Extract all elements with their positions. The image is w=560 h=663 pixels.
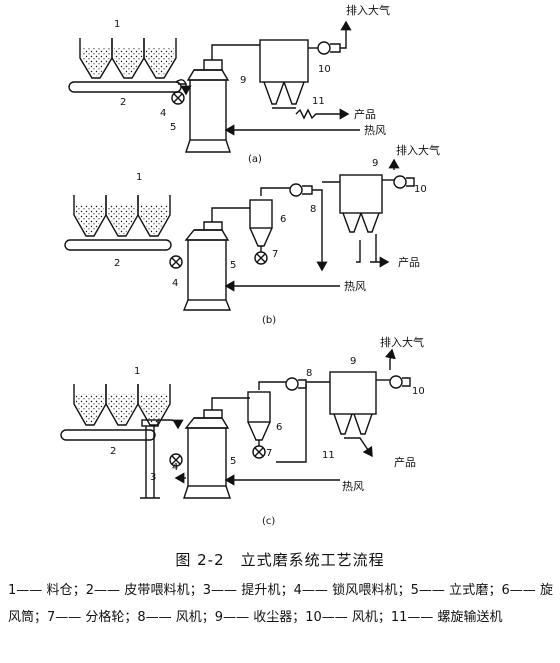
process-flow-diagram: 排入大气 产品 热风 (a) 1 2 4 5 9 10 11 (60, 3, 440, 527)
exhaust-fan (389, 375, 411, 389)
label-exhaust-b: 排入大气 (396, 143, 440, 157)
label-hot-air-b: 热风 (344, 280, 366, 293)
rotary-lock-feeder (169, 255, 183, 269)
num-c-8: 8 (306, 368, 312, 379)
num-a-10: 10 (318, 64, 331, 75)
num-c-7: 7 (266, 448, 272, 459)
num-c-1: 1 (134, 366, 140, 377)
num-a-1: 1 (114, 19, 120, 30)
num-a-2: 2 (120, 97, 126, 108)
num-c-3: 3 (150, 472, 156, 483)
bucket-elevator (140, 419, 160, 499)
num-c-2: 2 (110, 446, 116, 457)
figure-legend: 1—— 料仓；2—— 皮带喂料机；3—— 提升机；4—— 锁风喂料机；5—— 立… (8, 583, 553, 625)
rotary-lock-feeder (171, 91, 185, 105)
system-fan (289, 183, 313, 197)
exhaust-fan (317, 41, 341, 55)
num-b-2: 2 (114, 258, 120, 269)
belt-feeder (68, 81, 182, 93)
cyclone (247, 391, 271, 441)
num-b-6: 6 (280, 214, 286, 225)
label-hot-air-c: 热风 (342, 480, 364, 493)
bag-dust-collector (329, 371, 377, 435)
diagram-c: 排入大气 产品 热风 (c) 1 2 3 4 5 6 7 8 9 10 11 (60, 335, 425, 527)
num-c-4: 4 (172, 462, 178, 473)
label-product-b: 产品 (398, 255, 420, 269)
num-c-5: 5 (230, 456, 236, 467)
num-b-8: 8 (310, 204, 316, 215)
label-hot-air-a: 热风 (364, 124, 386, 137)
label-exhaust-a: 排入大气 (346, 3, 390, 17)
num-b-10: 10 (414, 184, 427, 195)
belt-feeder (60, 429, 156, 441)
subfigure-label-b: (b) (262, 315, 276, 326)
vertical-mill (183, 409, 231, 499)
vertical-mill (185, 59, 231, 153)
num-b-4: 4 (172, 278, 178, 289)
hopper-bin-group (79, 38, 177, 79)
num-b-9: 9 (372, 158, 378, 169)
label-exhaust-c: 排入大气 (380, 335, 424, 349)
bag-dust-collector (339, 174, 383, 233)
num-c-11: 11 (322, 450, 335, 461)
label-product-c: 产品 (394, 455, 416, 469)
diagram-a: 排入大气 产品 热风 (a) 1 2 4 5 9 10 11 (68, 3, 390, 165)
diagram-b: 排入大气 产品 热风 (b) 1 2 4 5 6 7 8 9 10 (64, 143, 440, 326)
num-a-9: 9 (240, 75, 246, 86)
num-b-7: 7 (272, 249, 278, 260)
rotary-valve (252, 445, 266, 459)
system-fan (285, 377, 307, 391)
subfigure-label-a: (a) (248, 154, 262, 165)
num-a-5: 5 (170, 122, 176, 133)
num-b-5: 5 (230, 260, 236, 271)
num-a-4: 4 (160, 108, 166, 119)
label-product-a: 产品 (354, 107, 376, 121)
num-b-1: 1 (136, 172, 142, 183)
hopper-bin-group (73, 384, 171, 426)
hopper-bin-group (73, 195, 171, 237)
bag-dust-collector (259, 39, 309, 105)
vertical-mill (182, 221, 232, 311)
num-c-10: 10 (412, 386, 425, 397)
num-c-6: 6 (276, 422, 282, 433)
screw-conveyor (272, 107, 324, 120)
exhaust-fan (393, 175, 415, 189)
belt-feeder (64, 239, 172, 251)
figure-caption: 图 2-2 立式磨系统工艺流程 (175, 551, 385, 569)
subfigure-label-c: (c) (262, 516, 275, 527)
num-a-11: 11 (312, 96, 325, 107)
rotary-lock-feeder (169, 453, 183, 467)
cyclone (249, 199, 273, 247)
rotary-valve (254, 251, 268, 265)
num-c-9: 9 (350, 356, 356, 367)
